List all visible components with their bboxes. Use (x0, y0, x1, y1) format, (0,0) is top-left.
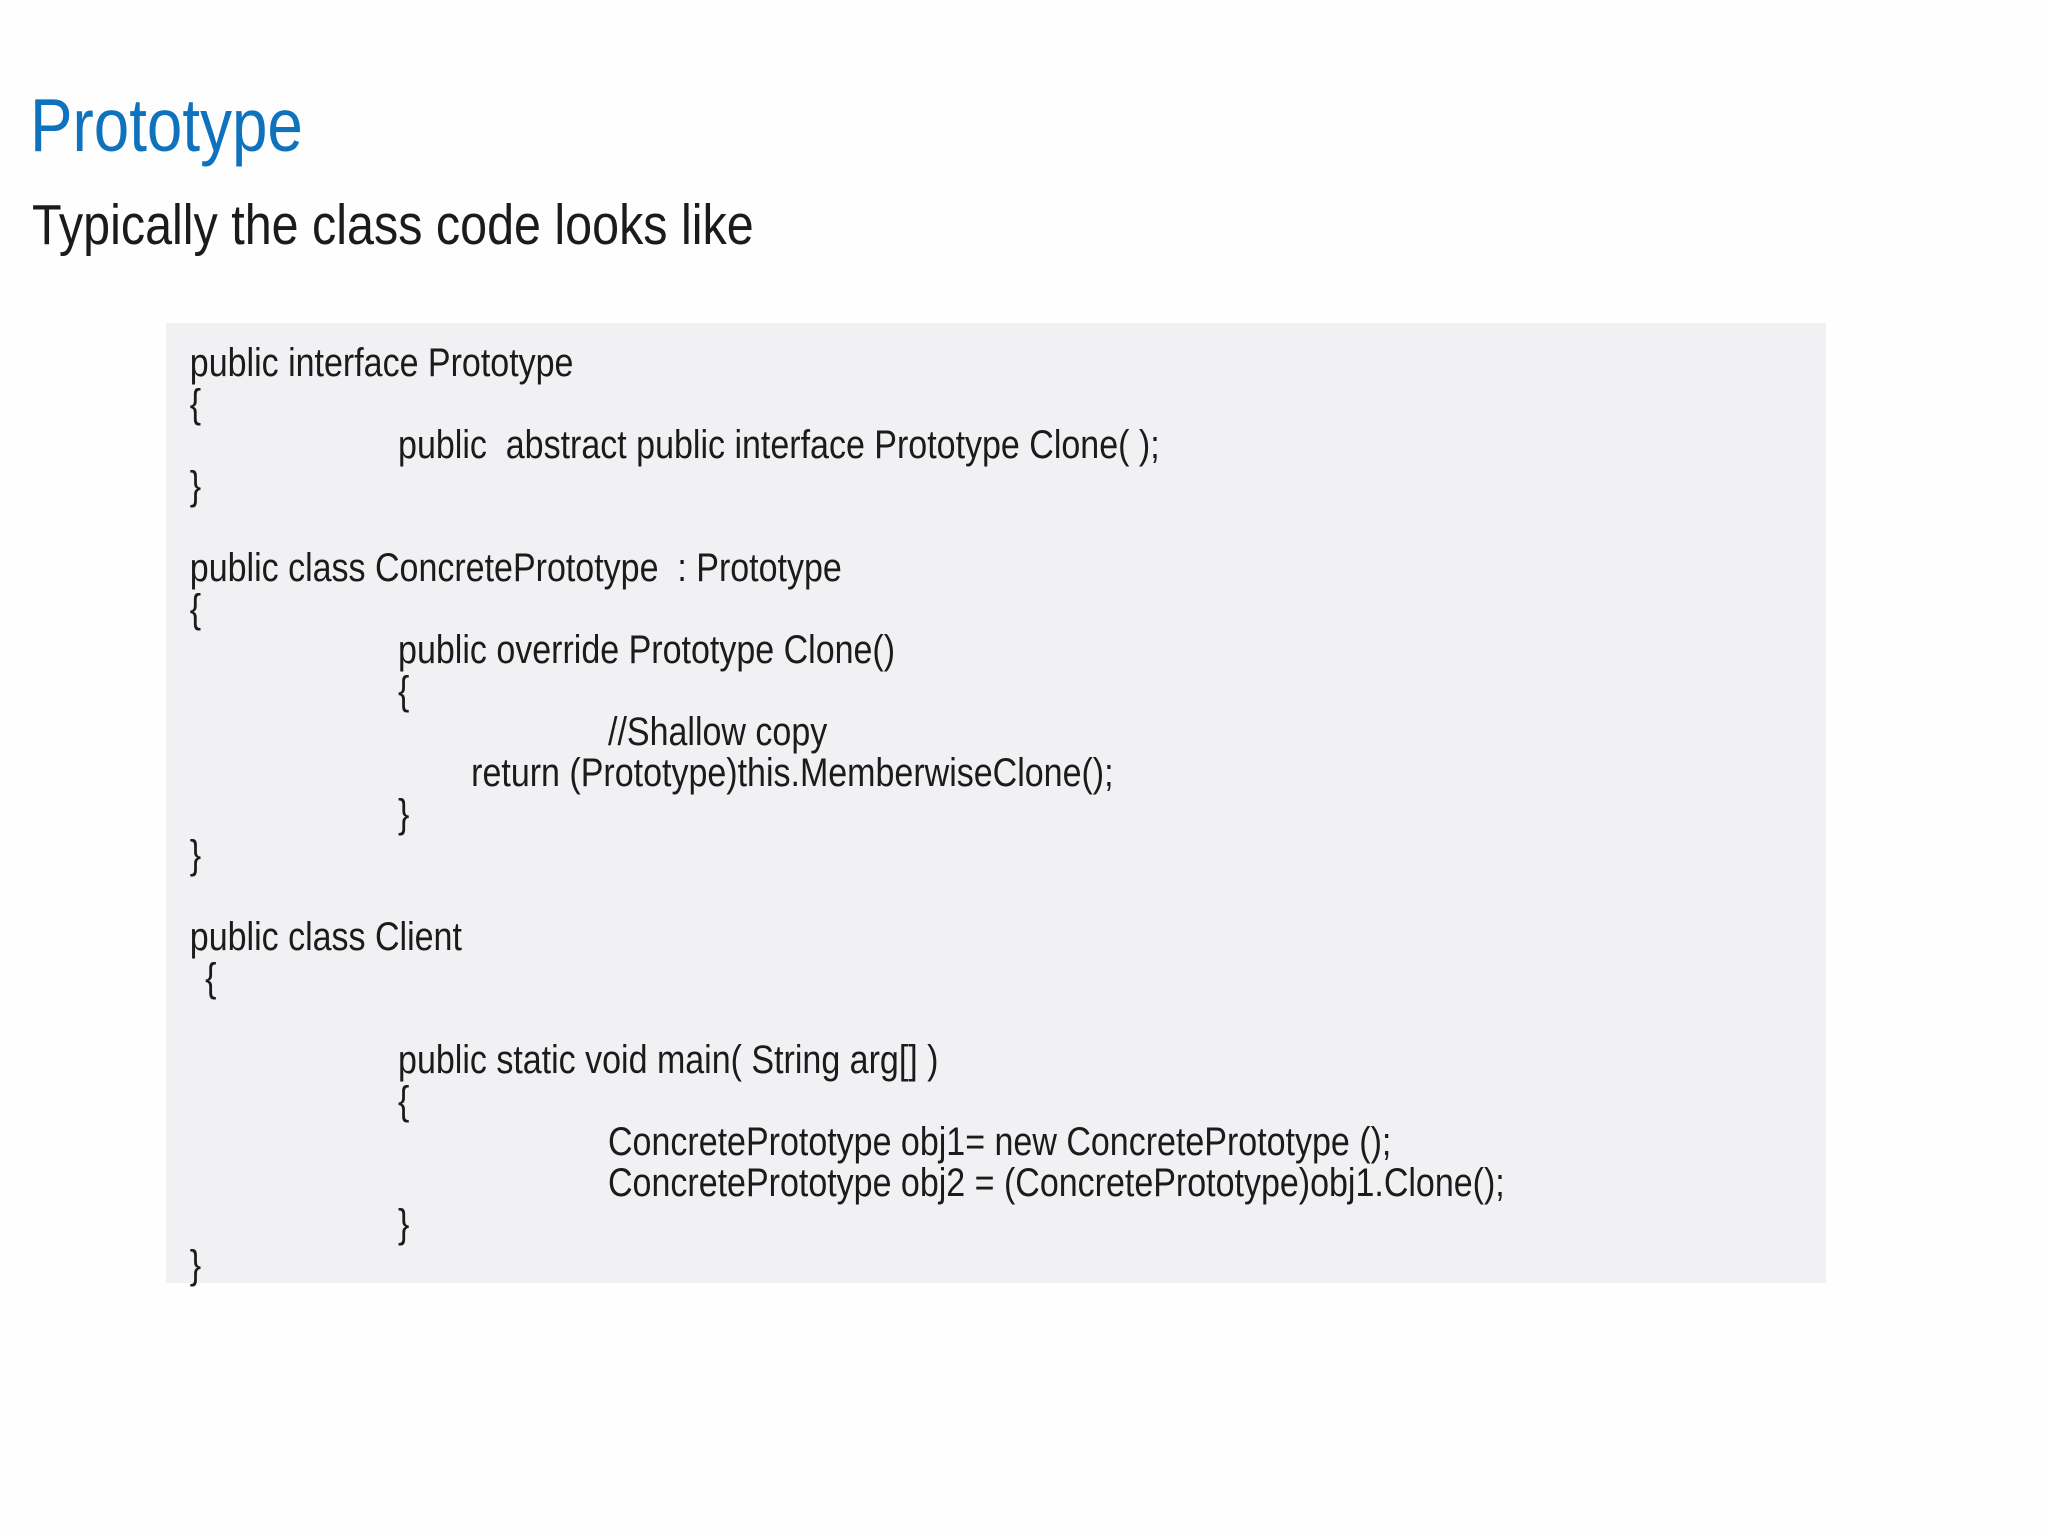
page-title: Prototype (30, 83, 303, 167)
code-line: { (189, 382, 202, 426)
code-line: public abstract public interface Prototy… (398, 423, 1160, 467)
code-line: public static void main( String arg[] ) (398, 1038, 939, 1082)
code-line: public class Client (189, 915, 462, 959)
code-line: ConcretePrototype obj1= new ConcreteProt… (608, 1120, 1392, 1164)
code-line (190, 507, 1822, 548)
code-line: return (Prototype)this.MemberwiseClone()… (471, 751, 1114, 795)
code-line: } (189, 464, 202, 508)
code-line: { (189, 587, 202, 631)
code-line: { (205, 956, 217, 1000)
code-line: public override Prototype Clone() (398, 628, 896, 672)
code-line: { (398, 669, 410, 713)
code-line: } (398, 792, 410, 836)
code-line: } (189, 833, 202, 877)
slide-subtitle: Typically the class code looks like (32, 193, 754, 257)
code-line: } (189, 1243, 202, 1287)
code-line: public class ConcretePrototype : Prototy… (189, 546, 842, 590)
code-line: //Shallow copy (608, 710, 828, 754)
code-block: public interface Prototype{public abstra… (166, 323, 1826, 1286)
code-line (190, 999, 1822, 1040)
code-line (190, 876, 1822, 917)
code-line: } (398, 1202, 410, 1246)
code-line: ConcretePrototype obj2 = (ConcreteProtot… (608, 1161, 1505, 1205)
code-line: { (398, 1079, 410, 1123)
code-lines: public interface Prototype{public abstra… (166, 343, 1822, 1286)
code-line: public interface Prototype (189, 341, 574, 385)
